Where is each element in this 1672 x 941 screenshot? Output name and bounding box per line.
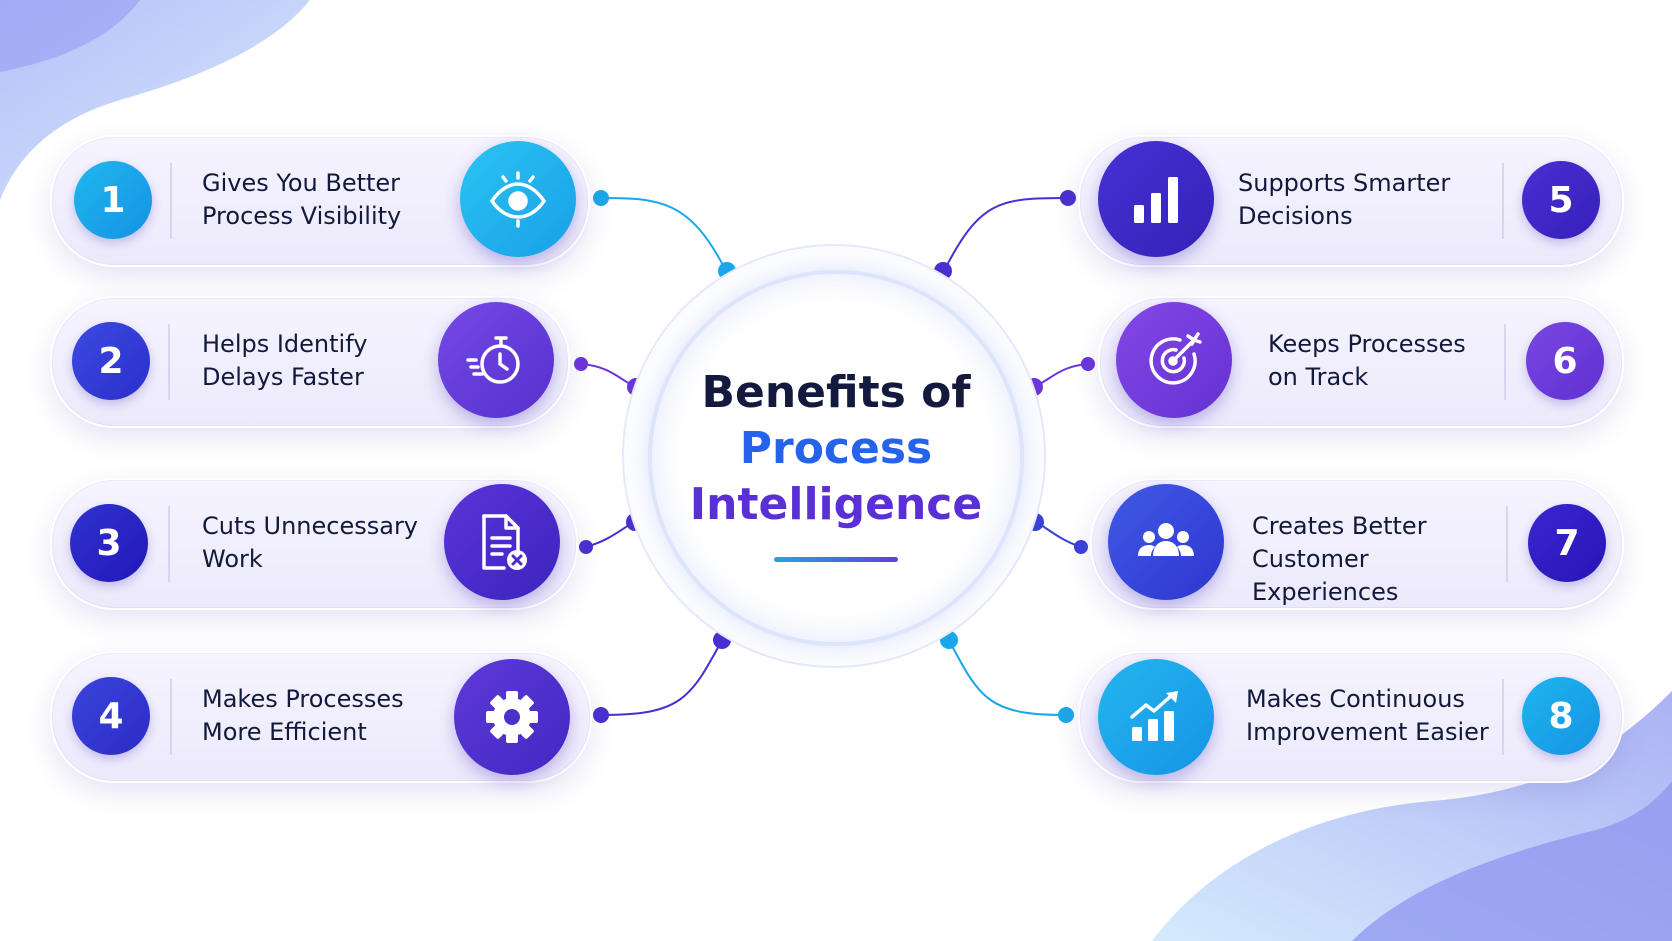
benefit-card-1: 1 Gives You Better Process Visibility [50, 135, 590, 267]
connector-8 [948, 639, 1067, 716]
connector-5 [943, 197, 1069, 272]
connector-7 [1035, 521, 1082, 548]
benefit-number-badge: 1 [74, 161, 152, 239]
divider [168, 506, 170, 582]
benefit-label-line1: Cuts Unnecessary [202, 512, 419, 540]
connector-2 [580, 363, 637, 388]
connector-dot [579, 540, 593, 554]
benefit-icon-circle [444, 484, 560, 600]
benefit-label-line1: Makes Continuous [1246, 685, 1465, 713]
gear-icon [486, 691, 538, 743]
benefit-label-line1: Creates Better [1252, 512, 1427, 540]
benefit-label: Gives You Better Process Visibility [202, 167, 452, 233]
divider [1502, 163, 1504, 239]
connector-4 [600, 639, 723, 716]
benefit-label: Cuts Unnecessary Work [202, 510, 452, 576]
benefit-label-line2: Improvement Easier [1246, 718, 1489, 746]
benefit-label-line1: Gives You Better [202, 169, 401, 197]
benefit-number-badge: 6 [1526, 322, 1604, 400]
target-icon [1149, 332, 1202, 385]
divider [1506, 506, 1508, 582]
benefit-icon-circle [460, 141, 576, 257]
benefit-icon-circle [1108, 484, 1224, 600]
benefit-label-line1: Makes Processes [202, 685, 404, 713]
benefit-label-line2: Delays Faster [202, 363, 364, 391]
benefit-number-badge: 4 [72, 677, 150, 755]
benefit-card-8: Makes Continuous Improvement Easier 8 [1078, 651, 1624, 783]
benefit-label-line1: Keeps Processes [1268, 330, 1466, 358]
benefit-label-line2: Process Visibility [202, 202, 402, 230]
benefit-label: Makes Continuous Improvement Easier [1246, 683, 1496, 749]
hub-title-line2: Process [739, 423, 933, 474]
benefit-card-6: Keeps Processes on Track 6 [1098, 296, 1624, 428]
divider [170, 163, 172, 239]
connector-1 [600, 197, 727, 272]
hub-title-line1: Benefits of [701, 367, 971, 418]
users-icon [1138, 523, 1194, 556]
hub-underline [774, 557, 898, 562]
benefit-label-line2: Decisions [1238, 202, 1353, 230]
connector-dot [1074, 540, 1088, 554]
benefit-label-line2: More Efficient [202, 718, 367, 746]
benefit-number-badge: 3 [70, 504, 148, 582]
benefit-label: Helps Identify Delays Faster [202, 328, 452, 394]
benefit-label: Creates Better Customer Experiences [1252, 510, 1512, 609]
benefit-icon-circle [1098, 141, 1214, 257]
connector-6 [1033, 363, 1089, 388]
divider [170, 679, 172, 755]
connector-dot [1058, 707, 1074, 723]
connector-dot [574, 357, 588, 371]
connector-dot [1060, 190, 1076, 206]
document-remove-icon [482, 514, 527, 570]
benefit-label-line1: Helps Identify [202, 330, 368, 358]
benefit-card-5: Supports Smarter Decisions 5 [1078, 135, 1624, 267]
benefit-number-badge: 5 [1522, 161, 1600, 239]
benefit-icon-circle [454, 659, 570, 775]
benefit-number-badge: 7 [1528, 504, 1606, 582]
divider [168, 324, 170, 400]
connector-dot [593, 707, 609, 723]
benefit-number-badge: 2 [72, 322, 150, 400]
connector-3 [585, 521, 635, 548]
benefit-label: Makes Processes More Efficient [202, 683, 452, 749]
benefit-label-line2: Customer Experiences [1252, 545, 1399, 606]
benefit-card-7: Creates Better Customer Experiences 7 [1090, 478, 1624, 610]
background-blob-top-left [0, 0, 310, 200]
background-blob-bottom-right [1152, 691, 1672, 941]
benefit-label: Keeps Processes on Track [1268, 328, 1518, 394]
connector-dot [1081, 357, 1095, 371]
connector-dot [593, 190, 609, 206]
eye-icon [489, 171, 547, 228]
benefit-card-2: 2 Helps Identify Delays Faster [50, 296, 570, 428]
benefit-card-3: 3 Cuts Unnecessary Work [50, 478, 578, 610]
bar-chart-icon [1134, 177, 1178, 223]
hub-title-line3: Intelligence [689, 479, 983, 530]
growth-chart-icon [1130, 691, 1178, 741]
hub-circle [648, 270, 1024, 646]
hub-title: Benefits of Process Intelligence [648, 365, 1024, 533]
benefit-icon-circle [1098, 659, 1214, 775]
divider [1502, 679, 1504, 755]
benefit-number-badge: 8 [1522, 677, 1600, 755]
benefit-label-line2: Work [202, 545, 263, 573]
benefit-label-line1: Supports Smarter [1238, 169, 1451, 197]
benefit-icon-circle [1116, 302, 1232, 418]
stopwatch-icon [466, 336, 520, 384]
benefit-label-line2: on Track [1268, 363, 1369, 391]
divider [1504, 324, 1506, 400]
benefit-card-4: 4 Makes Processes More Efficient [50, 651, 592, 783]
benefit-label: Supports Smarter Decisions [1238, 167, 1488, 233]
benefit-icon-circle [438, 302, 554, 418]
